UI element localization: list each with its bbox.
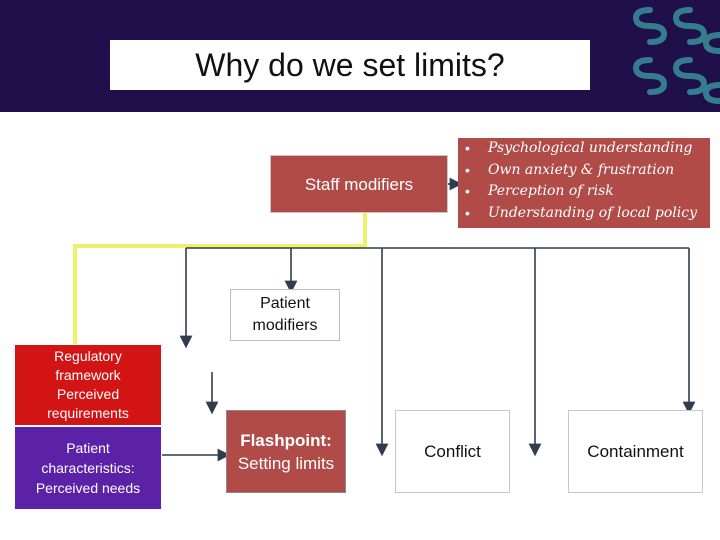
staff-factor-item: Own anxiety & frustration bbox=[458, 160, 710, 182]
page-title: Why do we set limits? bbox=[110, 40, 590, 90]
containment-box: Containment bbox=[568, 410, 703, 493]
patient-modifiers-box: Patient modifiers bbox=[230, 289, 340, 341]
flashpoint-title: Flashpoint: bbox=[240, 430, 332, 450]
patient-characteristics-box: Patient characteristics: Perceived needs bbox=[14, 426, 162, 510]
flashpoint-subtitle: Setting limits bbox=[237, 453, 335, 473]
flashpoint-box: Flashpoint: Setting limits bbox=[226, 410, 346, 493]
staff-factor-item: Perception of risk bbox=[458, 181, 710, 203]
containment-label: Containment bbox=[587, 441, 684, 461]
staff-modifiers-box: Staff modifiers bbox=[270, 155, 448, 213]
patient-modifiers-label: Patient modifiers bbox=[252, 295, 318, 334]
patient-characteristics-title: Patient characteristics: bbox=[41, 440, 135, 476]
staff-modifiers-label: Staff modifiers bbox=[304, 174, 414, 194]
conflict-box: Conflict bbox=[395, 410, 510, 493]
regulatory-subtitle: Perceived requirements bbox=[47, 386, 129, 421]
regulatory-title: Regulatory framework bbox=[54, 348, 122, 383]
staff-factor-item: Understanding of local policy bbox=[458, 203, 710, 225]
regulatory-framework-box: Regulatory framework Perceived requireme… bbox=[14, 344, 162, 426]
patient-characteristics-subtitle: Perceived needs bbox=[35, 480, 141, 496]
conflict-label: Conflict bbox=[424, 441, 481, 461]
staff-factor-item: Psychological understanding bbox=[458, 138, 710, 160]
staff-factors-list: Psychological understanding Own anxiety … bbox=[458, 138, 710, 228]
s-pattern-logo-icon bbox=[610, 0, 720, 112]
